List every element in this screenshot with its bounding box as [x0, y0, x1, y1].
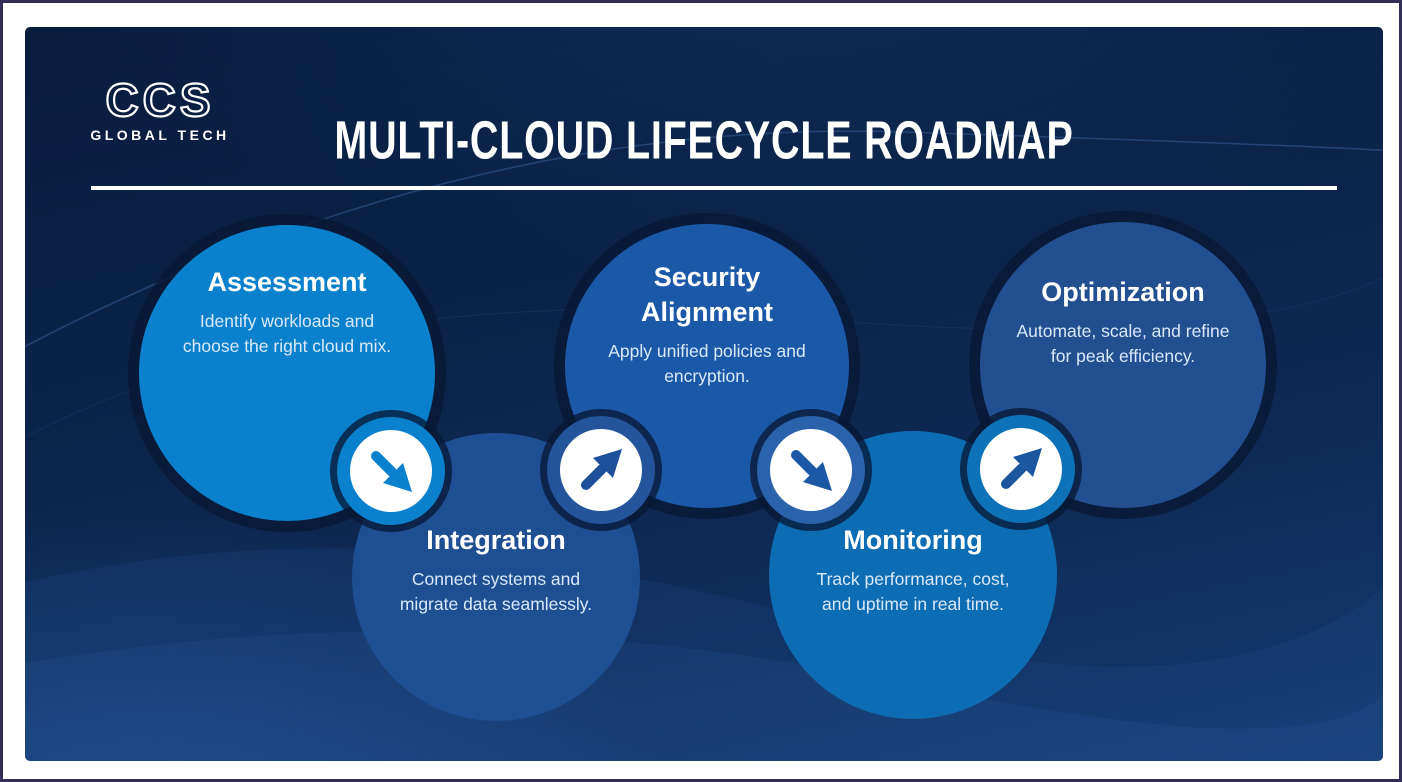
arrow-up-right-icon [960, 408, 1082, 530]
arrow-down-right-icon [330, 410, 452, 532]
roadmap-panel: CCS GLOBAL TECH MULTI-CLOUD LIFECYCLE RO… [25, 27, 1383, 761]
stage-description: Connect systems and migrate data seamles… [399, 569, 593, 614]
connector-security-to-monitoring [749, 408, 873, 532]
stage-description: Automate, scale, and refine for peak eff… [1016, 321, 1230, 366]
stage-description: Track performance, cost, and uptime in r… [816, 569, 1010, 614]
logo-brand-text: CCS [104, 74, 215, 126]
stage-title: Monitoring [843, 525, 983, 555]
title-divider [91, 186, 1337, 190]
stage-description: Apply unified policies and encryption. [608, 341, 806, 387]
connector-integration-to-security [539, 408, 663, 532]
stage-title: Assessment [207, 267, 367, 297]
connector-assessment-to-integration [329, 409, 453, 533]
connector-monitoring-to-optimization [959, 407, 1083, 531]
arrow-down-right-icon [750, 409, 872, 531]
stage-title: Optimization [1041, 277, 1205, 307]
page-title: MULTI-CLOUD LIFECYCLE ROADMAP [334, 110, 1074, 172]
stage-integration: Integration Connect systems and migrate … [352, 433, 640, 721]
arrow-up-right-icon [540, 409, 662, 531]
stage-title: Security Alignment [641, 262, 773, 328]
stage-title: Integration [426, 525, 566, 555]
stage-description: Identify workloads and choose the right … [182, 311, 392, 356]
ccs-logo: CCS GLOBAL TECH [75, 74, 245, 143]
logo-tagline-text: GLOBAL TECH [90, 127, 230, 143]
